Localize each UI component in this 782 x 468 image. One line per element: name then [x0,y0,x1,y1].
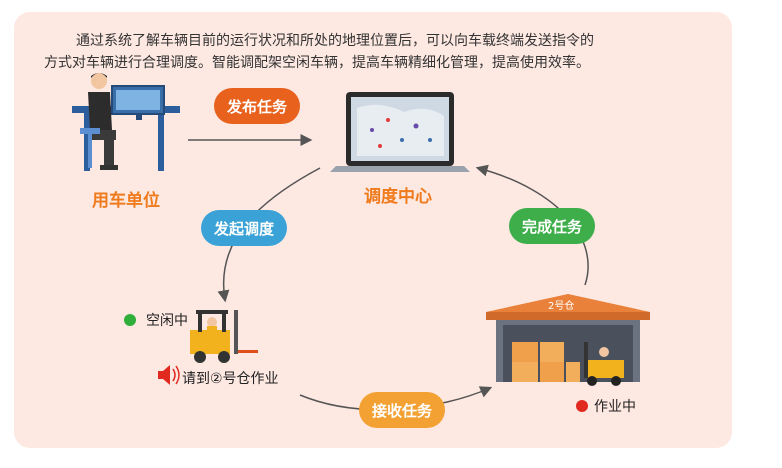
voice-command-text: 请到②号仓作业 [182,371,279,387]
voice-command: 请到②号仓作业 [182,368,279,388]
idle-dot [124,314,136,326]
intro-line-2: 方式对车辆进行合理调度。智能调配架空闲车辆，提高车辆精细化管理，提高使用效率。 [44,55,590,71]
working-status: 作业中 [576,396,636,416]
working-status-text: 作业中 [594,399,636,415]
idle-status: 空闲中 [124,310,188,330]
step-complete-task: 完成任务 [509,208,595,244]
step-publish-task: 发布任务 [214,88,300,124]
speaker-icon [158,365,180,385]
dispatch-center-label: 调度中心 [364,187,432,207]
warehouse-sign: 2号仓 [548,301,575,312]
step-initiate-dispatch: 发起调度 [201,210,287,246]
warehouse-illustration [486,294,650,386]
working-dot [576,400,588,412]
intro-text: 通过系统了解车辆目前的运行状况和所处的地理位置后，可以向车载终端发送指令的 方式… [44,30,694,74]
office-worker-illustration [72,73,180,171]
step-receive-task: 接收任务 [359,392,445,428]
forklift-idle-illustration [190,310,258,363]
laptop-map-illustration [330,92,470,172]
user-unit-label: 用车单位 [92,191,160,211]
intro-line-1: 通过系统了解车辆目前的运行状况和所处的地理位置后，可以向车载终端发送指令的 [76,33,594,49]
idle-status-text: 空闲中 [146,313,188,329]
